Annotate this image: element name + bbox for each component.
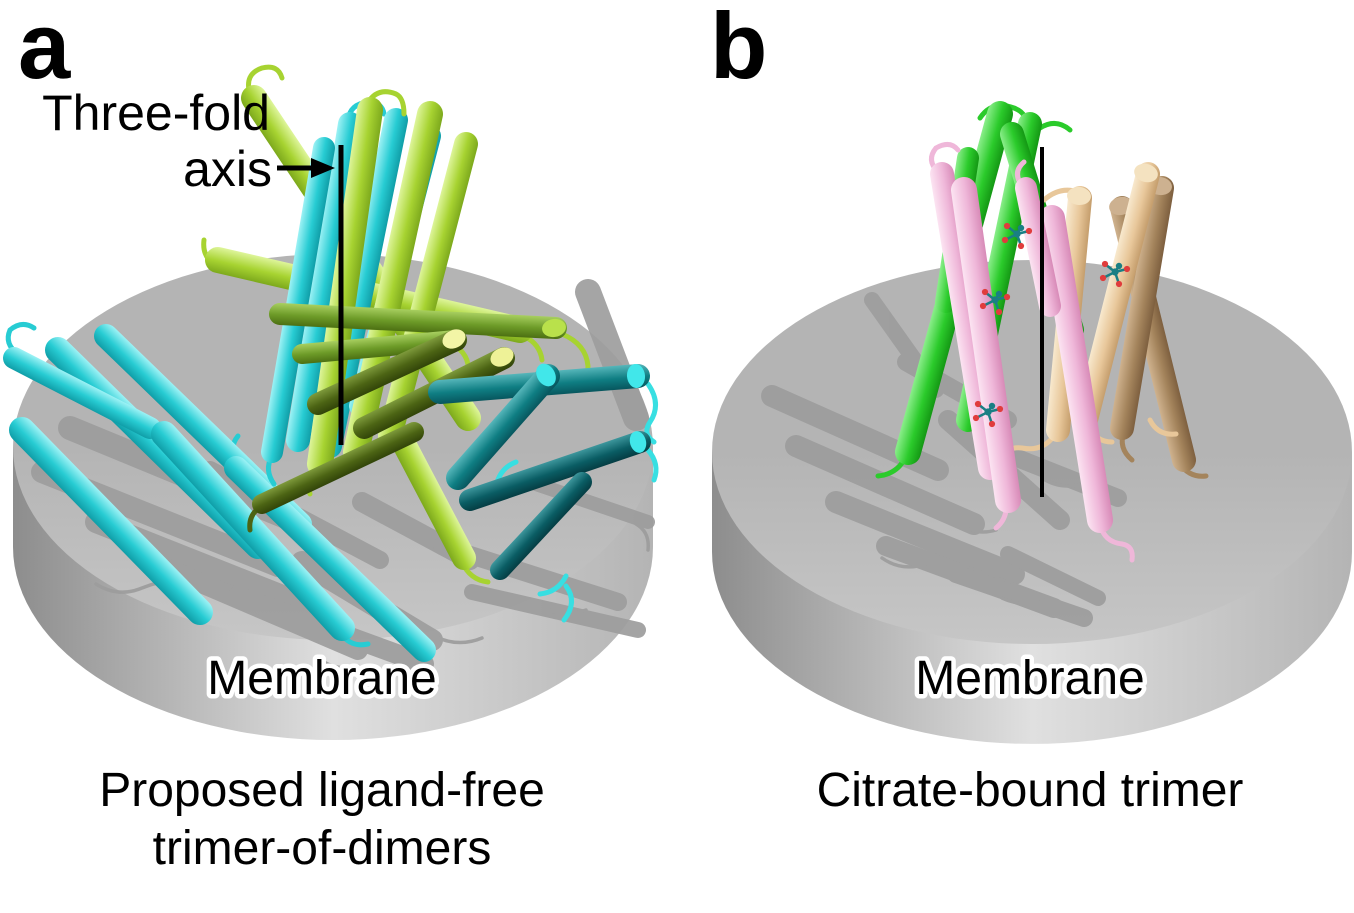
caption-a-line2: trimer-of-dimers (153, 822, 492, 875)
panel-a-label: a (18, 0, 71, 98)
panel-b-art (712, 101, 1352, 744)
threefold-axis-label-line2: axis (183, 141, 272, 197)
membrane-disc-top (712, 260, 1352, 644)
chain-subunit-pink (929, 142, 1135, 563)
citrate-molecule (979, 288, 1011, 316)
axis-arrow (277, 158, 335, 178)
chain-subunit-teal-dark (459, 431, 659, 623)
panel-a-art (3, 64, 659, 740)
threefold-axis-label-line1: Three-fold (42, 85, 270, 141)
panel-b-label: b (710, 0, 767, 98)
caption-a-line1: Proposed ligand-free (99, 764, 545, 817)
membrane-label-b: Membrane (915, 652, 1144, 705)
panel-a-annotations: a Three-fold axis Membrane Proposed liga… (18, 0, 545, 875)
axis-arrow-head (311, 158, 335, 178)
citrate-molecule (1099, 260, 1131, 288)
membrane-label-a: Membrane (207, 652, 436, 705)
citrate-molecule (972, 400, 1004, 428)
citrate-molecule (1001, 222, 1033, 250)
caption-b-line1: Citrate-bound trimer (817, 764, 1244, 817)
panel-b-annotations: b Membrane Citrate-bound trimer (710, 0, 1243, 817)
